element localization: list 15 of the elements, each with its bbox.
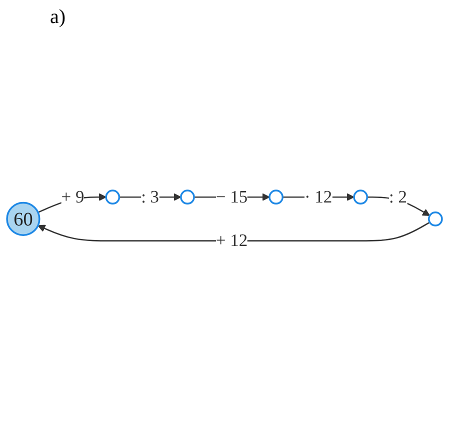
edge-label: − 15 xyxy=(216,188,248,207)
node-circle xyxy=(268,190,284,205)
arrow xyxy=(38,222,430,242)
panel-label: a) xyxy=(50,6,66,28)
edge-label: : 2 xyxy=(389,188,407,207)
node-circle xyxy=(428,212,443,226)
edge-label: : 3 xyxy=(141,188,160,207)
arrow xyxy=(38,193,106,214)
node-circle xyxy=(180,190,195,205)
edge-label: + 12 xyxy=(216,231,248,250)
edge-label: + 9 xyxy=(61,188,84,207)
node-circle xyxy=(105,190,120,205)
edge-label: · 12 xyxy=(304,188,332,207)
node-circle xyxy=(353,190,368,205)
node-circle: 60 xyxy=(6,202,40,236)
